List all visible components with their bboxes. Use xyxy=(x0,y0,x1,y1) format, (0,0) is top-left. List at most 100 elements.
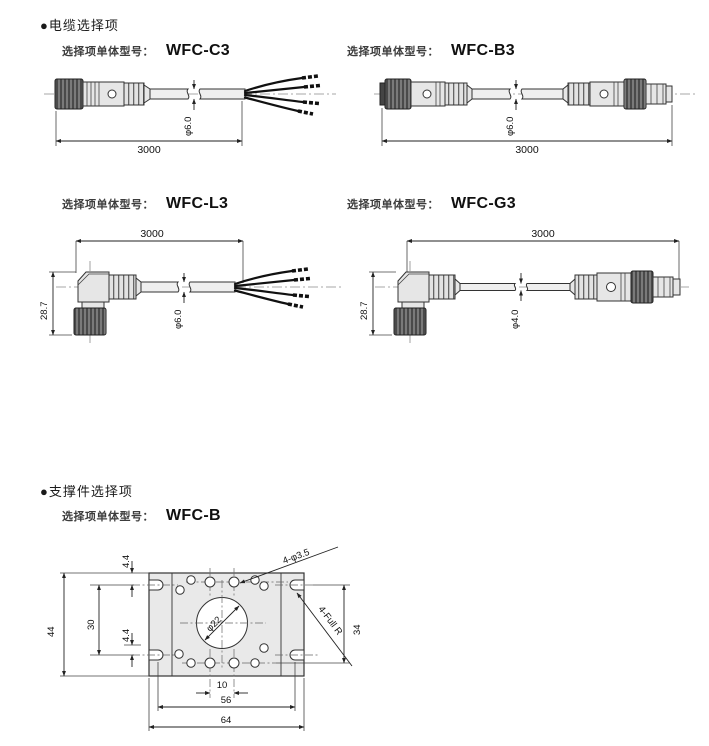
mount-hole xyxy=(204,657,216,669)
connector-straight-female xyxy=(379,78,473,110)
drawing-wfc-c3: φ6.0 3000 xyxy=(44,74,336,156)
strain-relief xyxy=(108,274,137,300)
connector-right-angle xyxy=(73,271,142,336)
contact-face xyxy=(379,82,386,106)
dim-slot-spacing: 30 xyxy=(86,584,134,656)
model-row-l3: 选择项单体型号： WFC-L3 xyxy=(62,195,228,213)
right-height-label: 34 xyxy=(352,624,363,635)
diameter-label: φ6.0 xyxy=(183,117,194,136)
model-label: 选择项单体型号： xyxy=(62,511,154,523)
dim-overall-height: 44 xyxy=(46,572,149,677)
aux-hole xyxy=(174,649,184,659)
connector-body xyxy=(82,81,125,107)
key-hole xyxy=(107,89,117,99)
dim-offset-bottom: 4.4 xyxy=(121,629,141,667)
dim-overall-width: 64 xyxy=(148,678,305,731)
model-row-bracket: 选择项单体型号： WFC-B xyxy=(62,507,221,525)
model-row-g3: 选择项单体型号： WFC-G3 xyxy=(347,195,516,213)
mount-hole xyxy=(204,576,216,588)
dim-diameter: φ4.0 xyxy=(510,273,523,329)
knurled-nut xyxy=(73,307,107,336)
dim-offset-top: 4.4 xyxy=(121,555,134,597)
dim-diameter: φ6.0 xyxy=(173,273,186,329)
wire-ends xyxy=(243,74,321,116)
offset-top-label: 4.4 xyxy=(121,555,132,568)
bend-lines xyxy=(171,573,282,676)
aux-hole xyxy=(175,585,185,595)
dim-right-height: 34 xyxy=(276,584,363,664)
connector-straight-male xyxy=(562,78,673,110)
dim-hole-spacing: 10 xyxy=(196,680,248,695)
elbow-body xyxy=(397,271,430,303)
overall-height-label: 44 xyxy=(46,626,57,637)
neck xyxy=(401,301,425,309)
model-number-b3: WFC-B3 xyxy=(451,42,516,59)
model-number-g3: WFC-G3 xyxy=(451,195,516,212)
knurled-cap xyxy=(384,78,412,110)
model-label: 选择项单体型号： xyxy=(62,46,154,58)
strain-relief xyxy=(444,82,468,106)
model-number-c3: WFC-C3 xyxy=(166,42,231,59)
neck xyxy=(81,301,105,309)
drawing-wfc-b3: φ6.0 3000 xyxy=(374,78,696,156)
cable xyxy=(149,88,246,100)
strain-relief xyxy=(123,82,145,106)
drawing-wfc-b-bracket: φ22 44 30 4.4 4.4 34 10 56 xyxy=(46,546,363,731)
hole-spacing-label: 10 xyxy=(217,680,228,691)
overall-width-label: 64 xyxy=(221,715,232,726)
diameter-label: φ6.0 xyxy=(505,117,516,136)
length-label: 3000 xyxy=(140,228,164,240)
aux-hole xyxy=(186,575,196,585)
length-label: 3000 xyxy=(515,144,539,156)
model-label: 选择项单体型号： xyxy=(347,199,439,211)
tip-face xyxy=(665,85,673,103)
key-hole xyxy=(422,89,432,99)
cable-section-title: ●电缆选择项 xyxy=(40,18,119,33)
model-row-b3: 选择项单体型号： WFC-B3 xyxy=(347,42,515,60)
dim-slot-span: 56 xyxy=(157,662,296,711)
corner-radius-label: 4-Full R xyxy=(316,604,345,637)
height-label: 28.7 xyxy=(359,302,370,321)
mount-hole xyxy=(228,576,240,588)
strain-relief xyxy=(567,82,591,106)
knurled-nut xyxy=(630,270,654,304)
offset-bottom-label: 4.4 xyxy=(121,629,132,642)
dim-height: 28.7 xyxy=(39,271,76,336)
cable xyxy=(471,88,564,100)
corner-slot xyxy=(148,649,164,661)
aux-hole xyxy=(186,658,196,668)
elbow-body xyxy=(77,271,110,303)
height-label: 28.7 xyxy=(39,302,50,321)
aux-hole xyxy=(250,658,260,668)
strain-relief xyxy=(574,274,598,300)
model-label: 选择项单体型号： xyxy=(62,199,154,211)
wire-ends xyxy=(233,267,311,309)
mount-hole xyxy=(228,657,240,669)
bracket-plate xyxy=(132,568,320,698)
slot-spacing-label: 30 xyxy=(86,619,97,630)
length-label: 3000 xyxy=(531,228,555,240)
corner-slot xyxy=(148,579,164,591)
cable xyxy=(140,281,236,293)
knurled-nut xyxy=(393,307,427,336)
cable xyxy=(459,283,571,291)
drawing-wfc-l3: 3000 28.7 φ6.0 xyxy=(39,228,344,344)
model-label: 选择项单体型号： xyxy=(347,46,439,58)
connector-straight-female xyxy=(54,78,151,110)
dim-diameter: φ6.0 xyxy=(183,80,196,136)
aux-hole xyxy=(259,643,269,653)
mount-holes-label: 4-φ3.5 xyxy=(281,547,311,567)
connector-right-angle xyxy=(393,271,461,336)
dim-length: 3000 xyxy=(406,228,680,279)
key-hole xyxy=(606,282,616,292)
diameter-label: φ6.0 xyxy=(173,310,184,329)
bracket-section-title: ●支撑件选择项 xyxy=(40,484,133,499)
key-hole xyxy=(599,89,609,99)
tip-face xyxy=(672,278,681,296)
dim-length: 3000 xyxy=(381,105,673,156)
knurled-nut xyxy=(623,78,647,110)
drawing-wfc-g3: 3000 28.7 φ4.0 xyxy=(359,228,689,344)
aux-hole xyxy=(259,581,269,591)
connector-straight-male xyxy=(569,270,681,304)
dim-height: 28.7 xyxy=(359,271,396,336)
